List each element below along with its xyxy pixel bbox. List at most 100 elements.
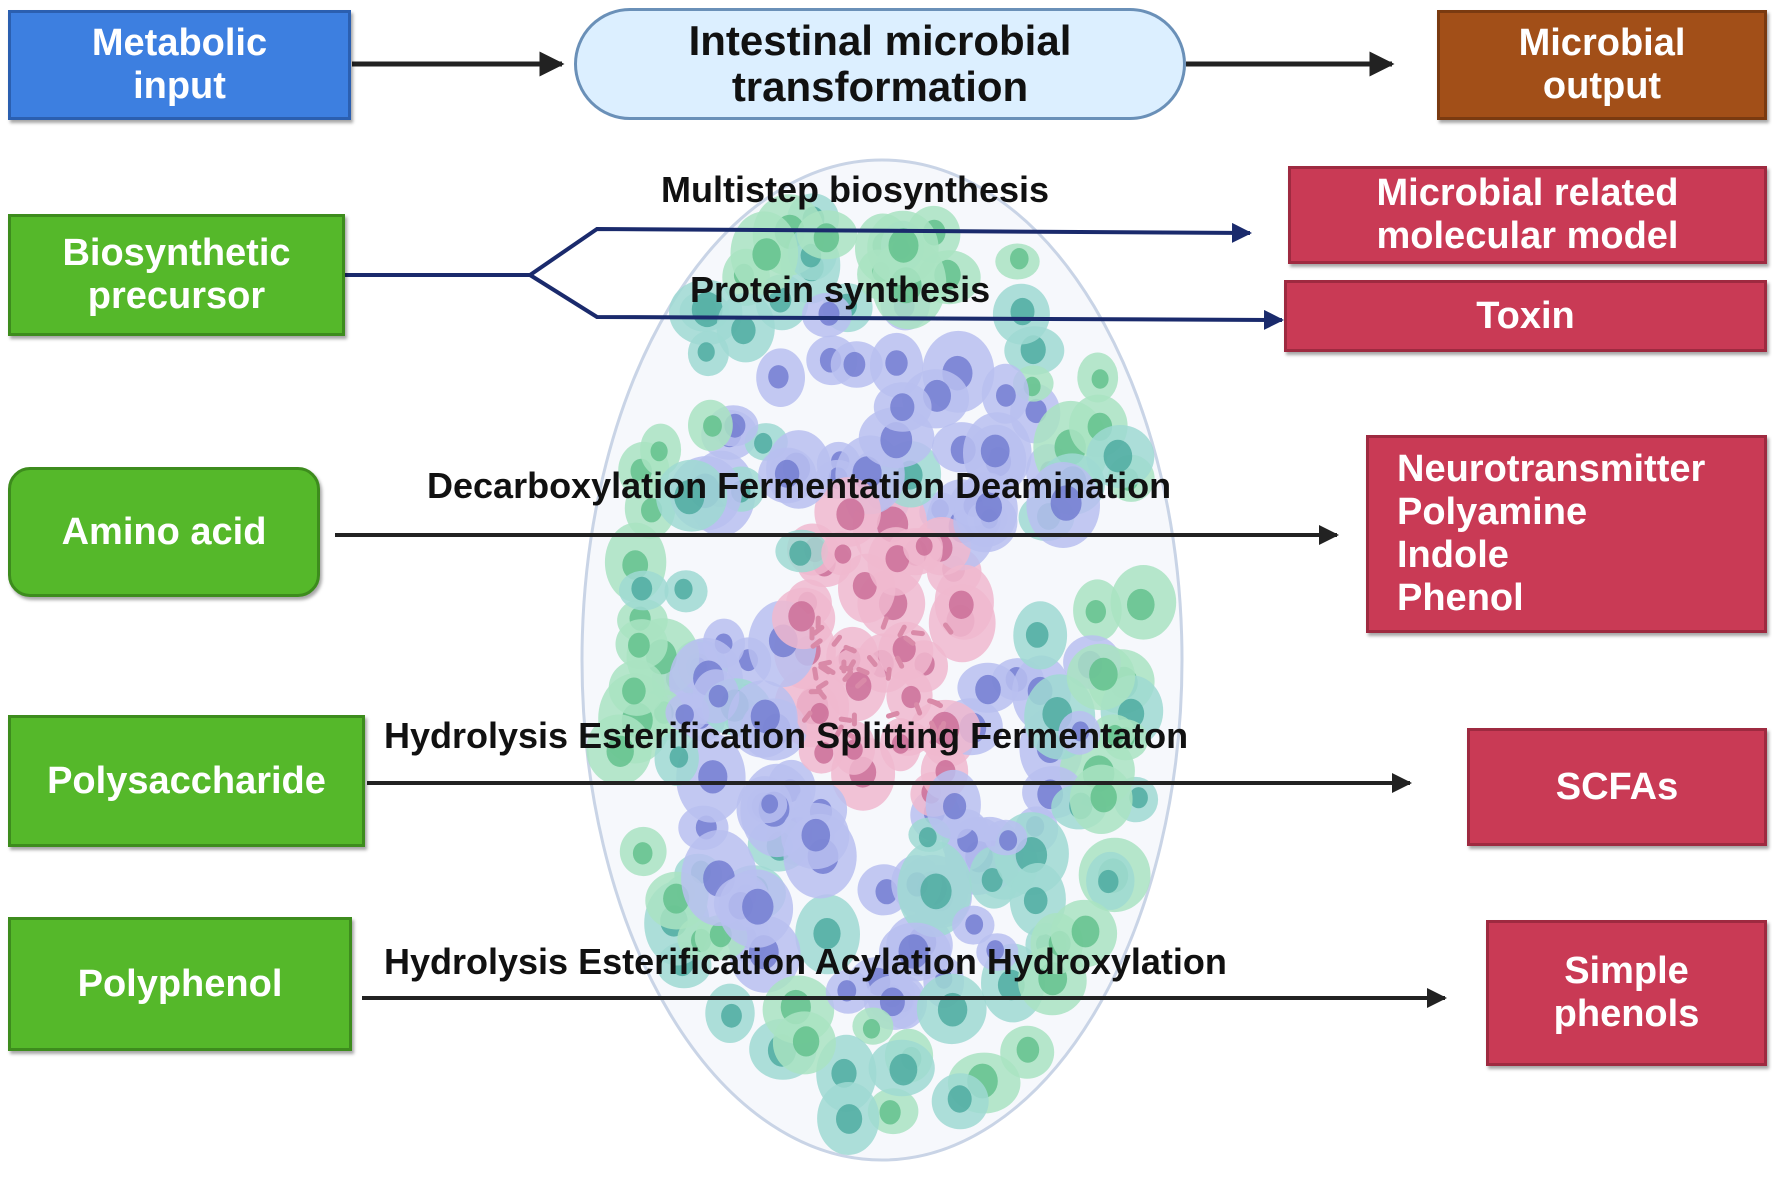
- cell-nucleus: [674, 479, 705, 515]
- cell-nucleus: [890, 393, 915, 421]
- cell-nucleus: [750, 699, 780, 733]
- cell-nucleus: [697, 342, 715, 362]
- bacterium: [885, 666, 892, 681]
- input-amino-acid: Amino acid: [8, 467, 320, 597]
- cell-nucleus: [948, 590, 974, 619]
- cell-nucleus: [852, 572, 877, 600]
- cell-nucleus: [997, 969, 1025, 1001]
- cell-nucleus: [862, 1019, 881, 1039]
- bacterium: [843, 644, 857, 654]
- cell-nucleus: [879, 987, 905, 1017]
- bacterium: [943, 622, 954, 635]
- bacterium: [834, 724, 844, 738]
- cell-nucleus: [836, 498, 865, 531]
- cell-nucleus: [915, 536, 933, 556]
- bacterium: [866, 655, 878, 668]
- cell-nucleus: [813, 918, 841, 950]
- cell-nucleus: [628, 632, 650, 658]
- bacterium: [831, 634, 843, 647]
- bacterium: [885, 710, 900, 719]
- cell-nucleus: [920, 873, 952, 910]
- cell-nucleus: [1091, 369, 1109, 389]
- cell-nucleus: [975, 492, 1002, 523]
- cell-nucleus: [888, 228, 919, 263]
- cell-nucleus: [834, 544, 852, 564]
- process-decarboxylation: Decarboxylation Fermentation Deamination: [427, 465, 1172, 506]
- cell-nucleus: [1089, 657, 1118, 691]
- cell-nucleus: [1010, 248, 1029, 270]
- cell-nucleus: [889, 1053, 918, 1086]
- cell-nucleus: [703, 415, 722, 437]
- input-polysaccharide: Polysaccharide: [8, 715, 365, 847]
- cell-nucleus: [761, 794, 779, 814]
- bacterium: [815, 680, 829, 691]
- cell-nucleus: [1050, 485, 1082, 521]
- cell-nucleus: [885, 350, 908, 376]
- cell-nucleus: [669, 746, 689, 768]
- bacterium: [846, 659, 856, 673]
- cell-nucleus: [1023, 887, 1048, 915]
- cell-nucleus: [1071, 721, 1090, 742]
- cell-nucleus: [975, 674, 1001, 705]
- input-biosynthetic-precursor: Biosynthetic precursor: [8, 214, 345, 336]
- cell-nucleus: [1127, 588, 1155, 621]
- bacterium: [851, 712, 857, 727]
- cell-nucleus: [937, 992, 968, 1027]
- cell-nucleus: [885, 545, 910, 573]
- process-protein-synthesis: Protein synthesis: [690, 269, 991, 310]
- cell-nucleus: [980, 434, 1010, 468]
- bacterium: [818, 664, 831, 675]
- cell-nucleus: [769, 287, 792, 313]
- cell-nucleus: [742, 888, 774, 925]
- arrow-branch-multistep: [345, 222, 1252, 277]
- output-neurotransmitter-list: Neurotransmitter Polyamine Indole Phenol: [1366, 435, 1767, 633]
- input-polyphenol: Polyphenol: [8, 917, 352, 1051]
- cell-nucleus: [622, 677, 646, 705]
- cell-nucleus: [1025, 622, 1049, 648]
- cell-nucleus: [947, 1085, 972, 1113]
- bacterium: [939, 720, 947, 735]
- bacterium: [810, 638, 823, 649]
- cell-nucleus: [1071, 915, 1100, 948]
- cell-nucleus: [631, 576, 653, 601]
- cell-nucleus: [675, 704, 694, 726]
- cell-nucleus: [836, 1104, 863, 1134]
- bacterium: [809, 626, 815, 641]
- cell-nucleus: [1085, 600, 1107, 624]
- bacterium: [929, 732, 940, 745]
- bacterium: [897, 624, 907, 638]
- cell-nucleus: [721, 1003, 742, 1028]
- output-simple-phenols: Simple phenols: [1486, 920, 1767, 1066]
- metabolic-input-header: Metabolic input: [8, 10, 351, 120]
- bacterium: [895, 655, 905, 669]
- bacterium: [855, 677, 867, 689]
- cell-nucleus: [754, 432, 773, 454]
- bacterium: [842, 670, 854, 682]
- cell-nucleus: [1098, 869, 1119, 894]
- cell-nucleus: [708, 684, 729, 708]
- cell-nucleus: [731, 316, 756, 345]
- process-hydrolysis-acylation: Hydrolysis Esterification Acylation Hydr…: [384, 941, 1227, 982]
- cell-nucleus: [831, 1058, 857, 1088]
- cell-nucleus: [843, 351, 866, 377]
- bacterium: [903, 635, 916, 646]
- cell-nucleus: [996, 384, 1016, 407]
- bacterium: [812, 666, 819, 681]
- bacterium: [838, 716, 853, 723]
- process-hydrolysis-splitting: Hydrolysis Esterification Splitting Ferm…: [384, 715, 1189, 756]
- bacterium: [847, 732, 861, 742]
- bacterium: [913, 702, 923, 716]
- microbial-output-header: Microbial output: [1437, 10, 1767, 120]
- cell-nucleus: [789, 540, 812, 566]
- cell-nucleus: [1105, 724, 1125, 746]
- cell-nucleus: [792, 1026, 820, 1057]
- cell-nucleus: [1025, 398, 1047, 424]
- cell-nucleus: [801, 818, 831, 852]
- output-scfas: SCFAs: [1467, 728, 1767, 846]
- cell-nucleus: [768, 365, 789, 389]
- intestinal-transformation-header: Intestinal microbial transformation: [574, 8, 1186, 120]
- output-molecular-model: Microbial related molecular model: [1288, 166, 1767, 264]
- arrow-branch-protein: [528, 273, 1284, 330]
- cell-nucleus: [1090, 782, 1117, 813]
